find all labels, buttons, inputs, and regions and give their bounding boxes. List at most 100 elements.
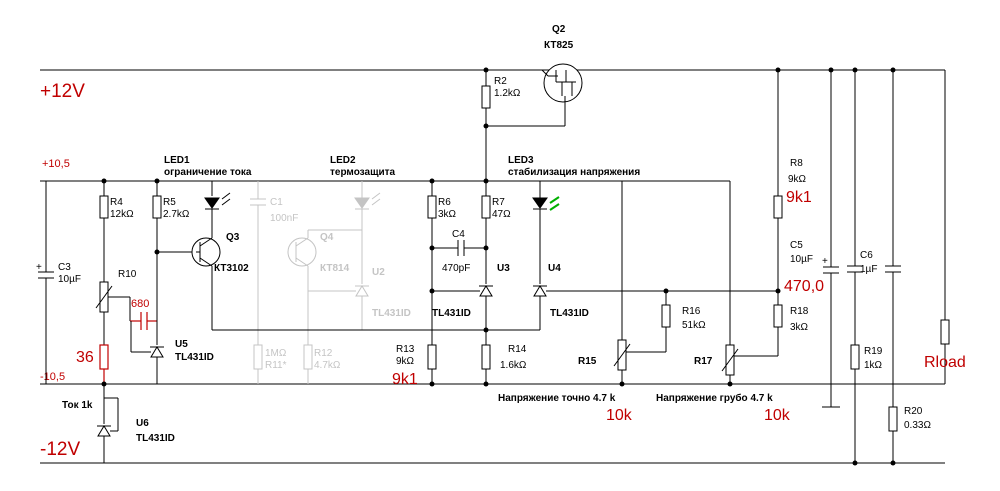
c5-annotation: 470,0 [784,278,824,295]
u4-name: U4 [548,263,561,274]
minus12-label: -12V [40,439,80,460]
r17-potentiometer [721,344,778,384]
u6-name: U6 [136,418,149,429]
led1-name: LED1 [164,155,190,166]
c5-name: C5 [790,240,803,251]
tok-label: Ток 1k [62,400,93,411]
output-capacitor [885,70,901,407]
r19-resistor [850,344,860,463]
r12-value: 4.7kΩ [314,360,341,371]
q2-transistor [541,63,583,126]
c5-capacitor: + [822,70,840,408]
r13-annotation: 9k1 [392,371,418,388]
led2 [354,181,381,284]
r14-name: R14 [508,344,527,355]
r20-resistor [888,406,898,463]
r8-name: R8 [790,158,803,169]
r4-name: R4 [110,197,123,208]
coarse-voltage-label: Напряжение грубо 4.7 k [656,392,773,404]
r8-value: 9kΩ [788,174,807,185]
rload-resistor [940,70,950,384]
u3-name: U3 [497,263,510,274]
led2-desc: термозащита [330,167,396,178]
led3 [532,181,560,284]
u3-type: TL431ID [432,308,471,319]
led1-desc: ограничение тока [164,167,252,178]
r13-value: 9kΩ [396,356,415,367]
q3-name: Q3 [226,232,240,243]
svg-text:+: + [822,256,828,267]
r6-resistor [427,181,480,345]
r15-name: R15 [578,356,597,367]
c3-value: 10µF [58,274,81,285]
r18-resistor [773,304,783,356]
u2-tl431 [308,285,369,330]
junctions [101,67,896,466]
q2-type: КТ825 [544,40,574,51]
c1-capacitor [250,181,266,330]
c6-value: 1µF [860,264,877,275]
fine-voltage-label: Напряжение точно 4.7 k [498,393,616,404]
r15-potentiometer [613,181,666,384]
c3-capacitor: + [36,181,54,384]
r2-value: 1.2kΩ [494,88,521,99]
led2-name: LED2 [330,155,356,166]
u3-tl431 [479,285,493,345]
c680-annotation: 680 [131,298,149,310]
rload-label: Rload [924,354,966,371]
r12-name: R12 [314,348,333,359]
c3-name: C3 [58,262,71,273]
c4-name: C4 [452,229,465,240]
u5-name: U5 [175,339,188,350]
r15-annotation: 10k [606,407,633,424]
r16-value: 51kΩ [682,320,706,331]
led3-name: LED3 [508,155,534,166]
u6-type: TL431ID [136,433,175,444]
u4-tl431 [533,285,778,330]
r10-potentiometer [95,281,131,345]
r19-name: R19 [864,346,883,357]
led3-desc: стабилизация напряжения [508,166,640,178]
r6-name: R6 [438,197,451,208]
r8-resistor [773,70,783,305]
resistor-36 [99,344,109,384]
r12-resistor [303,344,313,384]
q4-transistor [287,229,362,345]
r18-name: R18 [790,306,809,317]
r10-name: R10 [118,269,137,280]
r5-resistor [152,181,196,321]
c1-value: 100nF [270,213,298,224]
q3-type: КТ3102 [214,263,249,274]
u2-type: TL431ID [372,308,411,319]
c680-capacitor [130,312,157,330]
r7-value: 47Ω [492,209,511,220]
r11-resistor [253,330,263,384]
minus10-5-label: -10,5 [40,371,65,383]
r18-value: 3kΩ [790,322,809,333]
r14-resistor [481,344,491,384]
c4-value: 470pF [442,263,470,274]
r14-value: 1.6kΩ [500,360,527,371]
c6-name: C6 [860,250,873,261]
q4-type: КТ814 [320,263,350,274]
r13-name: R13 [396,344,415,355]
r11-name: R11* [265,360,287,371]
c4-capacitor [432,240,486,256]
r4-resistor [99,181,109,282]
u5-type: TL431ID [175,352,214,363]
r5-name: R5 [163,197,176,208]
q4-name: Q4 [320,232,334,243]
u4-type: TL431ID [550,308,589,319]
led1 [204,181,231,230]
r4-value: 12kΩ [110,209,134,220]
r16-name: R16 [682,306,701,317]
r17-name: R17 [694,356,713,367]
plus10-5-label: +10,5 [42,158,70,170]
r11-value: 1MΩ [265,348,287,359]
r16-resistor [661,291,671,352]
r7-name: R7 [492,197,505,208]
r19-value: 1kΩ [864,360,883,371]
r2-name: R2 [494,76,507,87]
r6-value: 3kΩ [438,209,457,220]
